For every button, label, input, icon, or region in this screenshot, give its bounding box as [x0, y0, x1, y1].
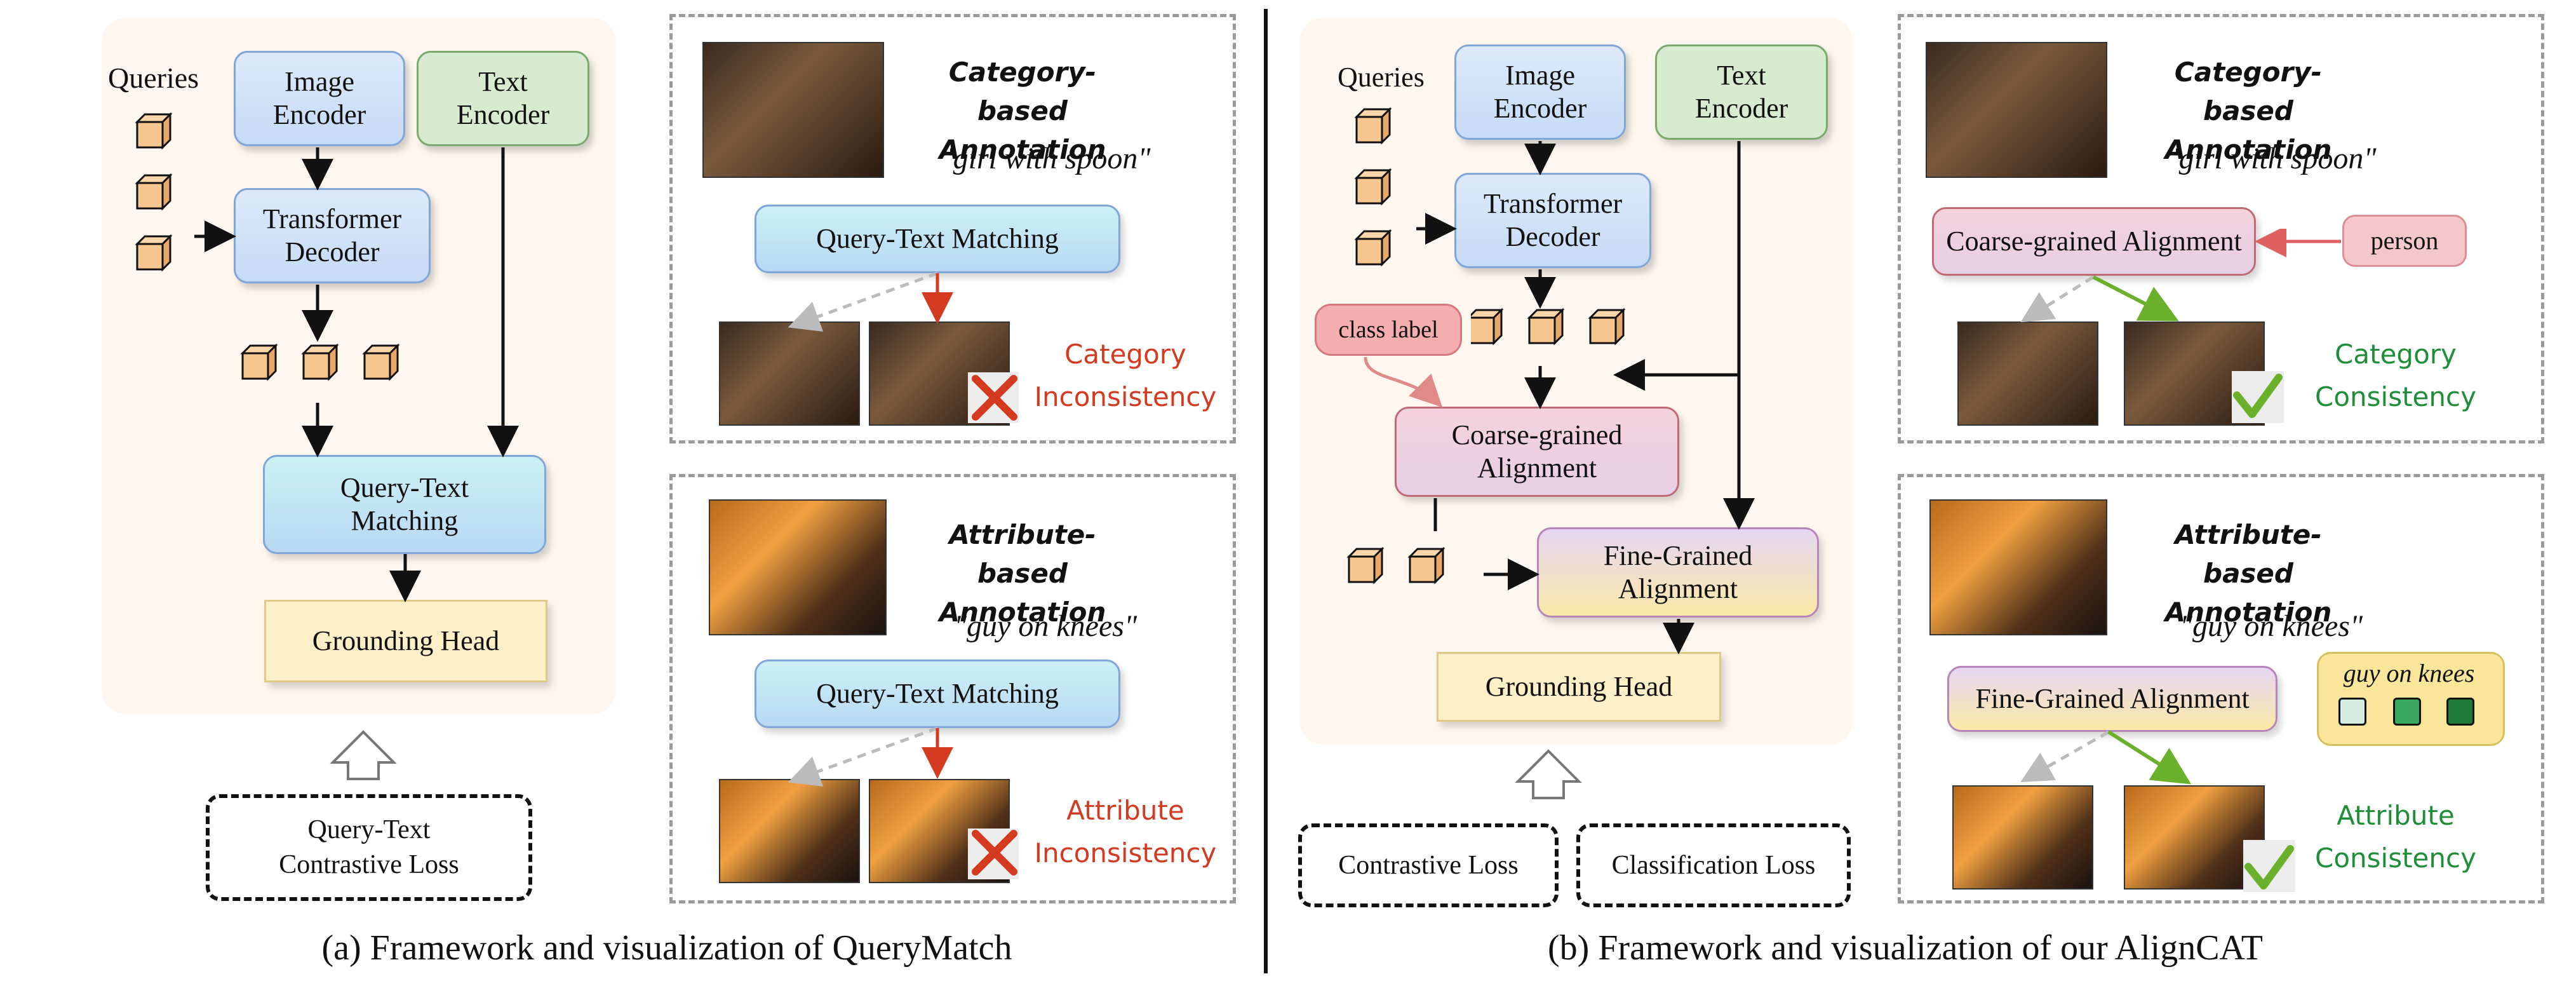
fine-grained-alignment: Fine-Grained Alignment — [1537, 527, 1819, 618]
panel-divider — [1264, 9, 1268, 973]
queries-label: Queries — [108, 62, 199, 94]
classification-loss-box: Classification Loss — [1576, 823, 1851, 907]
guy-on-knees-phrase: guy on knees — [2343, 659, 2475, 687]
attribute-consistency-label: Attribute Consistency — [2315, 800, 2476, 874]
contrastive-loss-box: Query-Text Contrastive Loss — [206, 794, 532, 901]
category-inconsistency-label: Category Inconsistency — [1034, 339, 1217, 413]
token-square-mid — [2393, 698, 2421, 726]
transformer-decoder: Transformer Decoder — [1454, 173, 1651, 268]
category-coarse-alignment: Coarse-grained Alignment — [1932, 207, 2256, 276]
query-cubes — [1355, 108, 1391, 266]
image-encoder: Image Encoder — [234, 51, 405, 146]
guy-knees-result-a — [1952, 785, 2093, 890]
category-result-arrows — [2020, 229, 2341, 418]
aligned-query-cubes — [1348, 548, 1444, 583]
query-embedding-cubes — [241, 344, 399, 380]
attribute-quote: "guy on knees" — [2179, 609, 2363, 643]
category-annotation-title: Category-based Annotation — [2164, 57, 2332, 165]
attribute-quote: "guy on knees" — [953, 609, 1137, 643]
attribute-query-text-matching: Query-Text Matching — [755, 660, 1120, 728]
category-quote: "girl with spoon" — [2166, 142, 2377, 175]
caption-a: (a) Framework and visualization of Query… — [321, 928, 1012, 968]
attribute-annotation-title: Attribute-based Annotation — [939, 519, 1106, 628]
attribute-fine-alignment: Fine-Grained Alignment — [1947, 666, 2277, 732]
text-encoder: Text Encoder — [1655, 44, 1828, 140]
attribute-annotation-title: Attribute-based Annotation — [2164, 519, 2332, 628]
category-annotation-title: Category-based Annotation — [939, 57, 1106, 165]
image-encoder: Image Encoder — [1454, 44, 1626, 140]
guy-knees-result-b — [2124, 785, 2265, 890]
attribute-inconsistency-label: Attribute Inconsistency — [1034, 795, 1217, 869]
guy-knees-image — [709, 499, 887, 635]
category-quote: "girl with spoon" — [940, 142, 1151, 175]
query-cubes — [135, 112, 173, 271]
aligncat-connectors — [1364, 141, 1755, 799]
attribute-result-arrows — [2020, 730, 2294, 890]
querymatch-connectors — [194, 147, 519, 780]
text-encoder: Text Encoder — [417, 51, 589, 146]
girl-spoon-result-a — [719, 321, 860, 426]
guy-knees-image — [1929, 499, 2107, 635]
caption-b: (b) Framework and visualization of our A… — [1547, 928, 2263, 968]
contrastive-loss-box: Contrastive Loss — [1298, 823, 1559, 907]
person-label: person — [2342, 215, 2467, 267]
grounding-head: Grounding Head — [1437, 652, 1721, 722]
attribute-annotation-box-left — [669, 474, 1236, 903]
token-square-light — [2338, 698, 2366, 726]
category-query-text-matching: Query-Text Matching — [755, 205, 1120, 273]
category-annotation-box-right — [1898, 14, 2544, 443]
attribute-result-arrows — [788, 726, 1017, 876]
category-consistency-label: Category Consistency — [2315, 339, 2476, 413]
girl-spoon-image — [1926, 42, 2107, 178]
queries-label: Queries — [1338, 62, 1425, 93]
category-annotation-box-left — [669, 14, 1236, 443]
query-text-matching: Query-Text Matching — [263, 455, 546, 554]
token-square-dark — [2446, 698, 2474, 726]
class-label-box: class label — [1315, 304, 1462, 356]
girl-spoon-result-a — [1957, 321, 2098, 426]
query-embedding-cubes — [1471, 309, 1625, 344]
transformer-decoder: Transformer Decoder — [234, 188, 431, 283]
attribute-annotation-box-right — [1898, 474, 2544, 903]
category-result-arrows — [788, 271, 1017, 421]
girl-spoon-image — [702, 42, 884, 178]
